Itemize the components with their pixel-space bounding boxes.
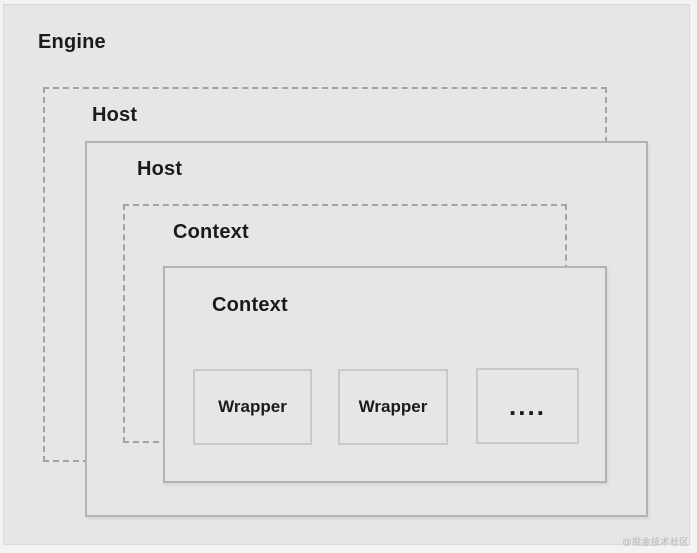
wrapper-box: Wrapper (338, 369, 448, 445)
host-outer-label: Host (92, 104, 138, 126)
ellipsis-label: .... (509, 390, 546, 421)
engine-label: Engine (38, 31, 106, 53)
host-inner-label: Host (137, 158, 183, 180)
context-inner-label: Context (212, 294, 288, 316)
wrapper-ellipsis-box: .... (476, 368, 579, 444)
watermark-text: @掘金技术社区 (622, 537, 689, 547)
wrapper-label: Wrapper (358, 397, 428, 416)
wrapper-box: Wrapper (193, 369, 312, 445)
context-outer-label: Context (173, 221, 249, 243)
wrapper-label: Wrapper (218, 397, 287, 416)
